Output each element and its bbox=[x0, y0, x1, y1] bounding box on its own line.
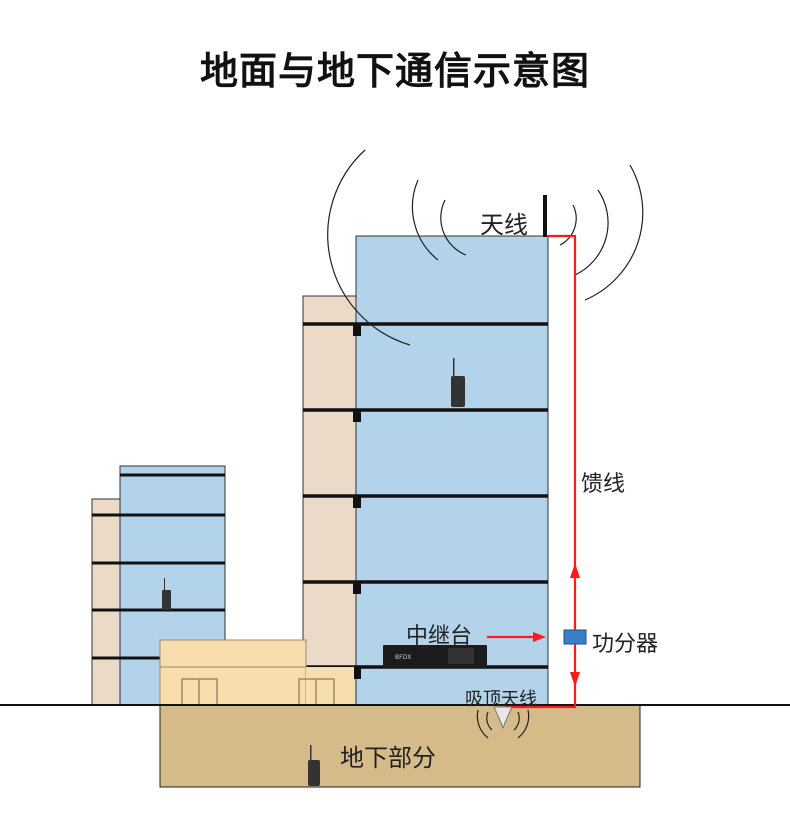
repeater-icon: BFDX bbox=[383, 645, 487, 668]
svg-text:BFDX: BFDX bbox=[395, 654, 411, 661]
tall-building-wall bbox=[302, 295, 360, 706]
ceiling-antenna-label: 吸顶天线 bbox=[465, 689, 537, 710]
arrow-icons bbox=[533, 563, 580, 687]
splitter-label: 功分器 bbox=[592, 632, 659, 657]
feeder-line bbox=[487, 234, 577, 709]
ceiling-antenna-icon bbox=[476, 706, 530, 739]
signal-waves-icon bbox=[327, 149, 644, 346]
antenna-label: 天线 bbox=[480, 211, 528, 239]
feeder-label: 馈线 bbox=[581, 472, 626, 497]
tall-building-glass bbox=[355, 235, 549, 706]
left-building-wall bbox=[91, 498, 123, 706]
underground-label: 地下部分 bbox=[340, 744, 436, 772]
walkie-talkie-icon bbox=[451, 358, 465, 407]
underground-area bbox=[159, 704, 641, 788]
walkie-talkie-icon bbox=[308, 745, 320, 786]
walkie-talkie-icon bbox=[162, 578, 171, 610]
page-title: 地面与地下通信示意图 bbox=[199, 49, 590, 93]
splitter-icon bbox=[563, 629, 587, 645]
repeater-label: 中继台 bbox=[406, 624, 473, 649]
antenna-icon bbox=[543, 195, 547, 237]
